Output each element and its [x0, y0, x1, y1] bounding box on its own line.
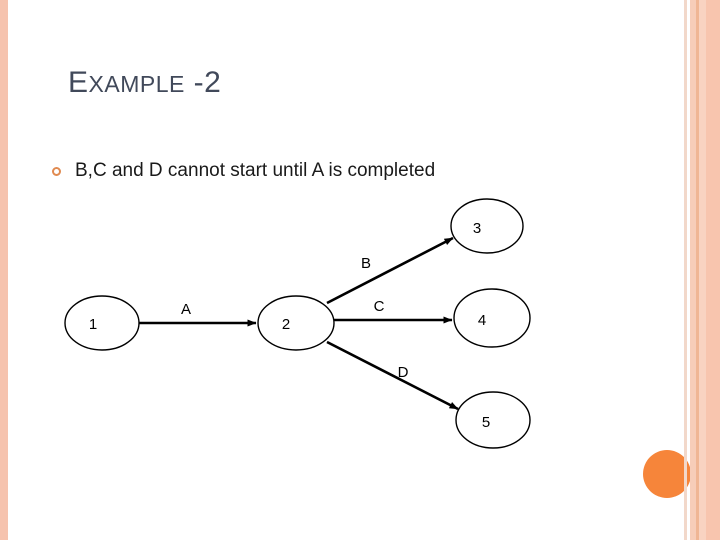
edge-b-line: [326, 236, 454, 305]
node-1-circle: [64, 295, 140, 351]
title-lead-letter: E: [68, 66, 89, 99]
left-edge-decoration: [0, 0, 9, 540]
diagram-edge-labels: A B C D: [181, 255, 409, 381]
diagram-edges: [139, 236, 459, 411]
node-5-label: 5: [482, 414, 490, 431]
left-salmon-band: [0, 0, 8, 540]
right-band-1: [684, 0, 687, 540]
right-band-5: [706, 0, 720, 540]
bullet-item: B,C and D cannot start until A is comple…: [52, 160, 435, 182]
title-suffix: -2: [184, 66, 222, 99]
diagram-nodes: 1 2 3 4 5: [64, 198, 531, 449]
node-3-label: 3: [473, 220, 481, 237]
node-2-circle: [257, 295, 335, 351]
right-edge-decoration: [684, 0, 720, 540]
node-3-circle: [450, 198, 524, 254]
bullet-item-label: B,C and D cannot start until A is comple…: [75, 160, 436, 181]
page-title: EXAMPLE -2: [68, 68, 221, 98]
node-1-label: 1: [89, 316, 97, 333]
right-band-3: [696, 0, 699, 540]
edge-c-label: C: [374, 298, 385, 315]
right-band-4: [699, 0, 706, 540]
edge-b-label: B: [361, 255, 371, 272]
edge-a-label: A: [181, 301, 191, 318]
edge-d-line: [326, 340, 459, 411]
right-band-2: [690, 0, 696, 540]
hollow-circle-bullet-icon: [52, 166, 61, 176]
node-2-label: 2: [282, 316, 290, 333]
node-4-label: 4: [478, 312, 486, 329]
orange-corner-dot: [643, 450, 691, 498]
edge-d-label: D: [398, 364, 409, 381]
title-small-caps: XAMPLE: [88, 71, 185, 97]
node-5-circle: [455, 391, 531, 449]
node-4-circle: [453, 288, 531, 348]
